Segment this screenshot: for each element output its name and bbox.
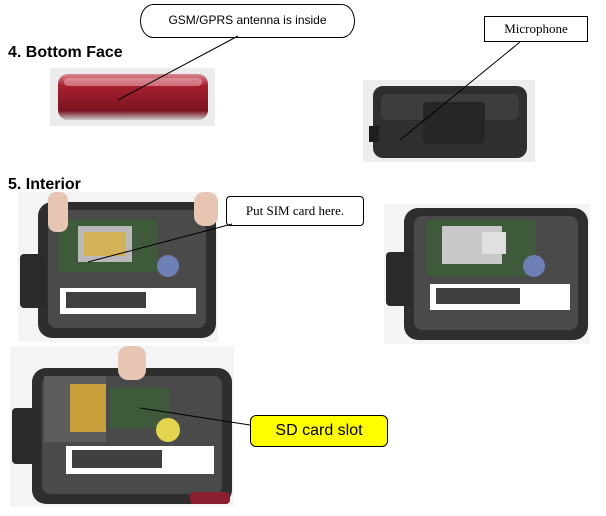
sd-card-callout-text: SD card slot — [275, 422, 363, 439]
sd-card-callout: SD card slot — [250, 415, 388, 447]
interior-sim-installed-photo — [384, 204, 590, 344]
microphone-side-photo — [363, 80, 535, 162]
section-title-bottom-face: 4. Bottom Face — [8, 44, 123, 61]
sd-leader-line — [139, 407, 251, 426]
interior-sim-insertion-photo — [18, 192, 218, 342]
antenna-callout-text: GSM/GPRS antenna is inside — [168, 13, 327, 27]
microphone-callout: Microphone — [484, 16, 588, 42]
sim-callout: Put SIM card here. — [226, 196, 364, 226]
antenna-callout: GSM/GPRS antenna is inside — [140, 4, 355, 38]
sim-callout-text: Put SIM card here. — [245, 203, 345, 218]
section-title-interior: 5. Interior — [8, 176, 81, 193]
sim-leader-line — [87, 223, 233, 263]
antenna-leader-line — [117, 35, 239, 101]
microphone-callout-text: Microphone — [504, 21, 568, 36]
interior-sd-slot-photo — [10, 346, 234, 506]
bottom-face-red-photo — [50, 68, 215, 126]
microphone-leader-line — [399, 41, 521, 141]
